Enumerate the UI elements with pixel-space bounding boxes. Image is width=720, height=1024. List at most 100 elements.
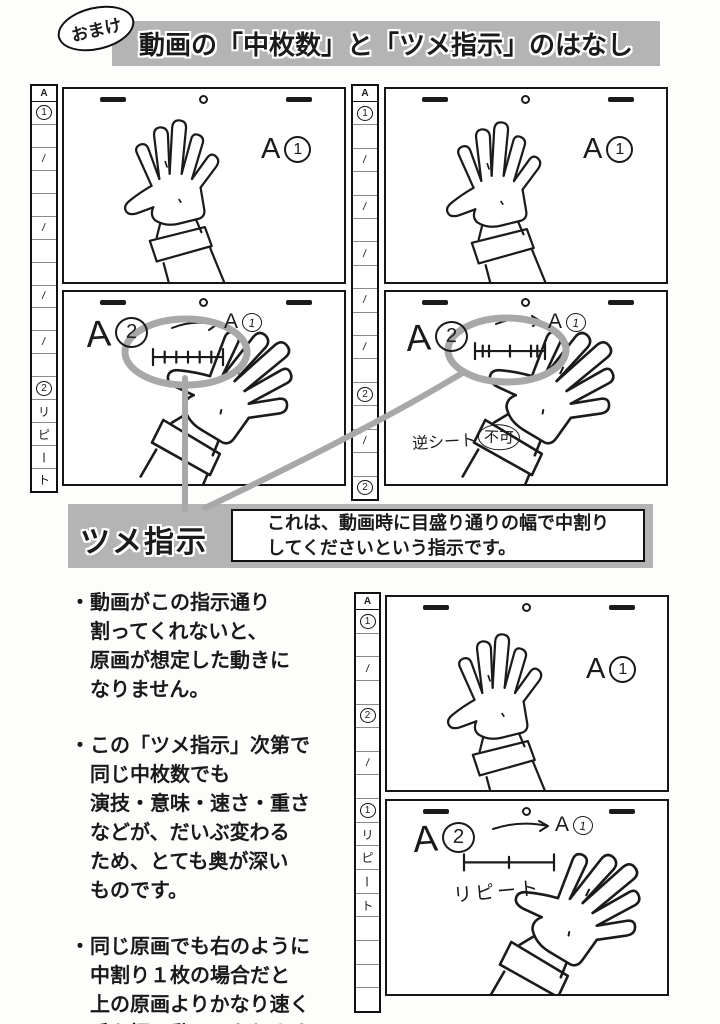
peg-tab-icon (422, 300, 448, 305)
timesheet-cell: 1 (32, 102, 56, 125)
timesheet-cell: / (353, 289, 377, 313)
timesheet-cell: ピ (356, 846, 379, 871)
timesheet-cell: / (353, 336, 377, 360)
timesheet-cell: リ (356, 823, 379, 847)
timesheet-cell: ー (356, 870, 379, 894)
timesheet-cell (32, 125, 56, 148)
peg-tab-icon (423, 605, 449, 610)
timing-chart-eased (473, 341, 547, 361)
cel-drawing (424, 299, 648, 484)
tsume-description-box: これは、動画時に目盛り通りの幅で中割り してくださいという指示です。 (231, 509, 645, 562)
timesheet-cell (32, 263, 56, 286)
peg-tab-icon (608, 300, 634, 305)
cel-label-a1: A 1 (586, 653, 637, 686)
timesheet-cell (356, 941, 379, 965)
timesheet-cell (356, 775, 379, 800)
peg-tab-icon (286, 300, 312, 305)
peg-hole-icon (522, 807, 531, 816)
peg-hole-icon (199, 95, 208, 104)
cel-label-a2: A 2 (405, 314, 469, 360)
cel-panel-a2-eased: A 2 A 1 逆シート 不可 (384, 290, 668, 486)
timesheet-strip-top-right: A 1/////2/2 (351, 84, 379, 501)
timesheet-cell (32, 354, 56, 378)
hand-drawing (123, 119, 227, 282)
timesheet-cell: ー (32, 446, 56, 469)
timesheet-cell: 2 (353, 477, 377, 499)
hand-drawing (445, 121, 549, 282)
cel-label-a2: A 2 (85, 310, 149, 356)
highlight-ellipse (444, 314, 570, 386)
cel-panel-a2-single: A 2 A 1 リピート (385, 799, 669, 996)
cel-drawing (450, 820, 667, 994)
timesheet-cell (32, 308, 56, 332)
cel-label-a1: A 1 (583, 133, 634, 166)
timesheet-cell: / (356, 657, 379, 681)
peg-hole-icon (521, 95, 530, 104)
cel-panel-a1-bottom: A 1 (385, 595, 669, 792)
bullet-list: ・動画がこの指示通り 割ってくれないと、 原画が想定した動きに なりません。・こ… (70, 589, 366, 1024)
peg-tab-icon (609, 809, 635, 814)
bullet-item: ・動画がこの指示通り 割ってくれないと、 原画が想定した動きに なりません。 (70, 592, 290, 701)
timesheet-cell (353, 406, 377, 430)
cel-panel-a1-left: A 1 (62, 87, 346, 284)
peg-hole-icon (199, 298, 208, 307)
peg-tab-icon (609, 605, 635, 610)
tsume-description: これは、動画時に目盛り通りの幅で中割り してくださいという指示です。 (267, 513, 609, 558)
timing-chart-single (462, 853, 556, 872)
timesheet-header: A (32, 86, 56, 102)
timesheet-cell (32, 171, 56, 194)
cel-label-a2: A 2 (412, 815, 476, 861)
timesheet-cell: 2 (356, 705, 379, 729)
page-title: 動画の「中枚数」と「ツメ指示」のはなし (138, 30, 633, 60)
cel-label-a1-small: A 1 (548, 310, 588, 334)
peg-hole-icon (522, 603, 531, 612)
cel-label-a1-small: A 1 (555, 813, 595, 837)
timesheet-cell (356, 917, 379, 941)
timesheet-cell: / (353, 149, 377, 173)
timesheet-cell (356, 965, 379, 989)
peg-tab-icon (423, 809, 449, 814)
header-bar: 動画の「中枚数」と「ツメ指示」のはなし (112, 21, 660, 66)
peg-tab-icon (286, 97, 312, 102)
hand-drawing (450, 821, 667, 994)
timesheet-cell (356, 634, 379, 658)
cel-panel-a2-even: A 2 A 1 (62, 290, 346, 486)
timesheet-cell: リ (32, 400, 56, 424)
timesheet-cell: ト (37, 473, 50, 488)
tsume-instruction-bar: ツメ指示 これは、動画時に目盛り通りの幅で中割り してくださいという指示です。 (68, 504, 653, 568)
omake-badge-label: おまけ (69, 15, 124, 46)
bullet-item: ・同じ原画でも右のように 中割り１枚の場合だと 上の原画よりかなり速く 手を振る… (70, 936, 328, 1024)
peg-tab-icon (608, 97, 634, 102)
bullet-item: ・この「ツメ指示」次第で 同じ中枚数でも 演技・意味・速さ・重さ などが、だいぶ… (70, 735, 310, 902)
timesheet-cell (353, 125, 377, 149)
timesheet-cell (32, 194, 56, 217)
timesheet-cell (353, 172, 377, 196)
timesheet-cell: / (353, 430, 377, 454)
timesheet-cell: / (353, 196, 377, 220)
peg-hole-icon (521, 298, 530, 307)
timesheet-header: A (353, 86, 377, 102)
timesheet-cell: 2 (353, 383, 377, 407)
timesheet-cell (353, 453, 377, 477)
timesheet-cell: / (32, 286, 56, 309)
motion-arrow-icon (492, 820, 549, 832)
hand-drawing (446, 633, 550, 790)
peg-tab-icon (100, 300, 126, 305)
timesheet-cell (32, 240, 56, 263)
timesheet-cell (353, 219, 377, 243)
timing-chart-even (151, 347, 225, 367)
timesheet-cell (353, 359, 377, 383)
peg-tab-icon (422, 97, 448, 102)
timesheet-cell: 1 (356, 610, 379, 634)
cel-label-a1: A 1 (261, 133, 312, 166)
timesheet-cell: / (32, 331, 56, 355)
timesheet-cell: / (32, 148, 56, 171)
timesheet-cell: ピ (32, 423, 56, 447)
timesheet-cell (356, 728, 379, 752)
timesheet-cell: / (353, 242, 377, 266)
peg-tab-icon (100, 97, 126, 102)
timesheet-cell (356, 681, 379, 705)
